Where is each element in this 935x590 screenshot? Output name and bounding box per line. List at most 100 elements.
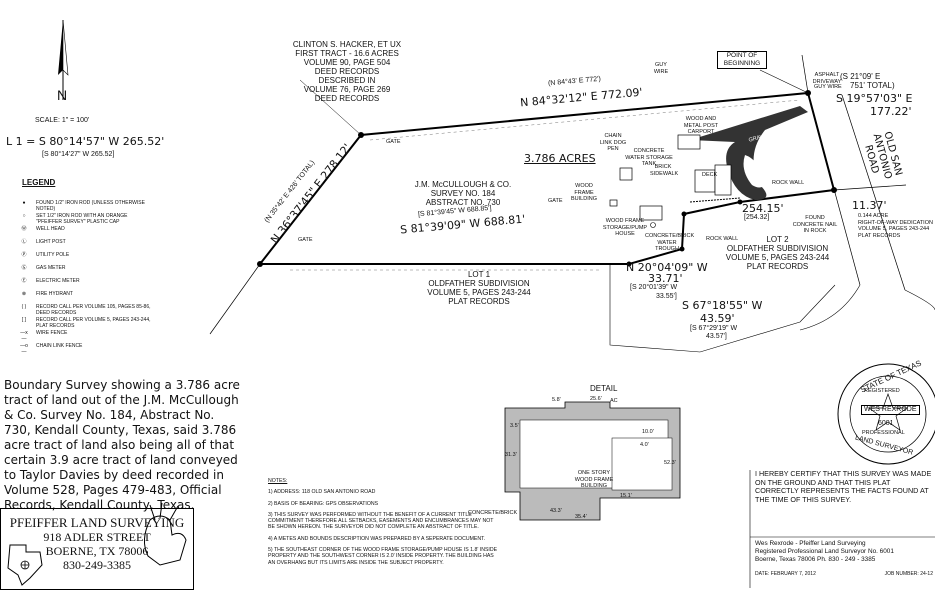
- deck-label: DECK: [702, 172, 718, 178]
- legend-item: —x— WIRE FENCE: [18, 330, 67, 342]
- tract-note-line: CLINTON S. HACKER, ET UX: [292, 40, 402, 49]
- legend-text: UTILITY POLE: [36, 252, 70, 258]
- legend-item: Ⓔ ELECTRIC METER: [18, 278, 80, 284]
- seal-name: WES REXRODE: [861, 405, 920, 415]
- wood-frame-building-label: WOOD FRAME BUILDING: [571, 183, 597, 202]
- lot1-line: PLAT RECORDS: [448, 297, 510, 306]
- row-note-line: PLAT RECORDS: [858, 232, 901, 239]
- legend-text: RECORD CALL PER VOLUME 5, PAGES 243-244,…: [36, 317, 151, 329]
- lot2-line: OLDFATHER SUBDIVISION: [726, 244, 829, 253]
- note-item: 2) BASIS OF BEARING: GPS OBSERVATIONS: [268, 500, 379, 507]
- seal-professional: PROFESSIONAL: [862, 430, 905, 436]
- call-n20-record: [S 20°01'39" W: [630, 284, 678, 291]
- carport-label: WOOD AND METAL POST CARPORT: [683, 116, 719, 135]
- legend-symbol-icon: [ ]: [21, 317, 27, 323]
- row-note-line: VOLUME 5, PAGES 243-244: [858, 226, 930, 232]
- legend-item: ● FOUND 1/2" IRON ROD (UNLESS OTHERWISE N…: [18, 200, 151, 212]
- firm-street: 918 ADLER STREET: [43, 530, 151, 544]
- legend-title: LEGEND: [22, 178, 56, 187]
- legend-item: Ⓛ LIGHT POST: [18, 239, 66, 245]
- acreage-label: 3.786 ACRES: [524, 152, 596, 165]
- rock-wall-label-2: ROCK WALL: [706, 236, 739, 242]
- detail-dimension-label: 52.3': [664, 460, 676, 466]
- detail-building-plan: [504, 401, 681, 521]
- firm-phone: 830-249-3385: [63, 558, 131, 572]
- l1-record: [S 80°14'27" W 265.52]: [42, 151, 115, 158]
- rock-wall-label-1: ROCK WALL: [772, 180, 805, 186]
- legend-symbol-icon: ( ): [21, 304, 27, 310]
- note-item: 1) ADDRESS: 118 OLD SAN ANTONIO ROAD: [268, 489, 376, 496]
- call-s67-distance: 43.59': [700, 312, 735, 325]
- call-254: 254.15': [742, 202, 784, 215]
- detail-dimension-label: 31.3': [505, 452, 517, 458]
- mccullough-line: SURVEY NO. 184: [430, 189, 496, 198]
- legend-text: WELL HEAD: [36, 226, 65, 232]
- surveyor-signature-block: Wes Rexrode - Pfeiffer Land Surveying Re…: [755, 540, 933, 577]
- mccullough-line: J.M. McCULLOUGH & CO.: [414, 180, 512, 189]
- detail-dimension-label: 43.3': [550, 508, 562, 514]
- note-item: 4) A METES AND BOUNDS DESCRIPTION WAS PR…: [268, 535, 486, 542]
- east-record-total: 751' TOTAL): [850, 81, 895, 90]
- scale-label: SCALE: 1" = 100': [35, 117, 90, 124]
- detail-concrete-label: CONCRETE/BRICK: [468, 510, 518, 516]
- tract-note-line: VOLUME 76, PAGE 269: [303, 85, 391, 94]
- legend-text: FOUND 1/2" IRON ROD (UNLESS OTHERWISE NO…: [36, 200, 145, 212]
- call-s67-record: [S 67°29'19" W: [690, 325, 738, 332]
- seal-number: 6001: [878, 420, 894, 427]
- legend-item: ○SET 1/2" IRON ROD WITH AN ORANGE "PFEIF…: [18, 213, 151, 225]
- lot2-line: LOT 2: [766, 235, 789, 244]
- note-item: 5) THE SOUTHEAST CORNER OF THE WOOD FRAM…: [268, 547, 498, 566]
- lot1-line: OLDFATHER SUBDIVISION: [428, 279, 530, 288]
- tract-note-line: DESCRIBED IN: [318, 76, 376, 85]
- guy-wire-label-1: GUY WIRE: [653, 62, 669, 75]
- legend-item: Ⓦ WELL HEAD: [18, 226, 65, 232]
- asphalt-driveway-label: ASPHALT DRIVEWAY: [812, 72, 842, 85]
- detail-dimension-label: 35.4': [575, 514, 587, 520]
- dog-pen-label: CHAIN LINK DOG PEN: [599, 133, 627, 152]
- call-s67-record-distance: 43.57']: [706, 333, 727, 340]
- legend-item: ( )RECORD CALL PER VOLUME 105, PAGES 85-…: [18, 304, 151, 316]
- guy-wire-label-2: GUY WIRE: [814, 84, 842, 90]
- legend-text: ELECTRIC METER: [36, 278, 80, 284]
- call-1137: 11.37': [852, 199, 887, 212]
- mccullough-line: ABSTRACT NO. 730: [425, 198, 501, 207]
- legend-text: GAS METER: [36, 265, 66, 271]
- water-tank-label: CONCRETE WATER STORAGE TANK: [625, 148, 673, 167]
- gate-label-1: GATE: [386, 139, 401, 145]
- legend-symbol-icon: Ⓖ: [21, 265, 27, 271]
- found-nail-label: FOUND CONCRETE NAIL IN ROCK: [792, 215, 838, 234]
- gate-label-2: GATE: [298, 237, 313, 243]
- legend-text: WIRE FENCE: [36, 330, 68, 336]
- survey-notes: NOTES: 1) ADDRESS: 118 OLD SAN ANTONIO R…: [268, 478, 498, 566]
- brick-sidewalk-label: BRICK SIDEWALK: [650, 164, 679, 177]
- legend-symbol-icon: Ⓦ: [21, 226, 27, 232]
- lot2-line: PLAT RECORDS: [746, 262, 809, 271]
- tract-note-line: DEED RECORDS: [314, 67, 380, 76]
- legend-symbol-icon: ●: [22, 200, 26, 206]
- detail-title: DETAIL: [590, 384, 618, 393]
- pump-house-label: WOOD FRAME STORAGE/PUMP HOUSE: [602, 218, 648, 237]
- east-line-call: S 19°57'03" E: [836, 92, 913, 105]
- l1-call: L 1 = S 80°14'57" W 265.52': [6, 135, 165, 148]
- legend-symbol-icon: —x—: [20, 330, 28, 342]
- lot1-line: LOT 1: [467, 270, 491, 279]
- tract-note-line: FIRST TRACT - 16.6 ACRES: [295, 49, 399, 58]
- legend-item: ⊗FIRE HYDRANT: [18, 291, 73, 297]
- north-label: N: [57, 87, 68, 103]
- legend-symbol-icon: Ⓛ: [21, 239, 27, 245]
- legend-symbol-icon: Ⓔ: [21, 278, 27, 284]
- carport-shape: [677, 134, 701, 150]
- legend-text: LIGHT POST: [36, 239, 66, 245]
- firm-title-block: PFEIFFER LAND SURVEYING 918 ADLER STREET…: [0, 508, 194, 590]
- legend-item: Ⓖ GAS METER: [18, 265, 65, 271]
- detail-dimension-label: 3.5': [510, 423, 519, 429]
- certification-statement: I HEREBY CERTIFY THAT THIS SURVEY WAS MA…: [755, 469, 932, 505]
